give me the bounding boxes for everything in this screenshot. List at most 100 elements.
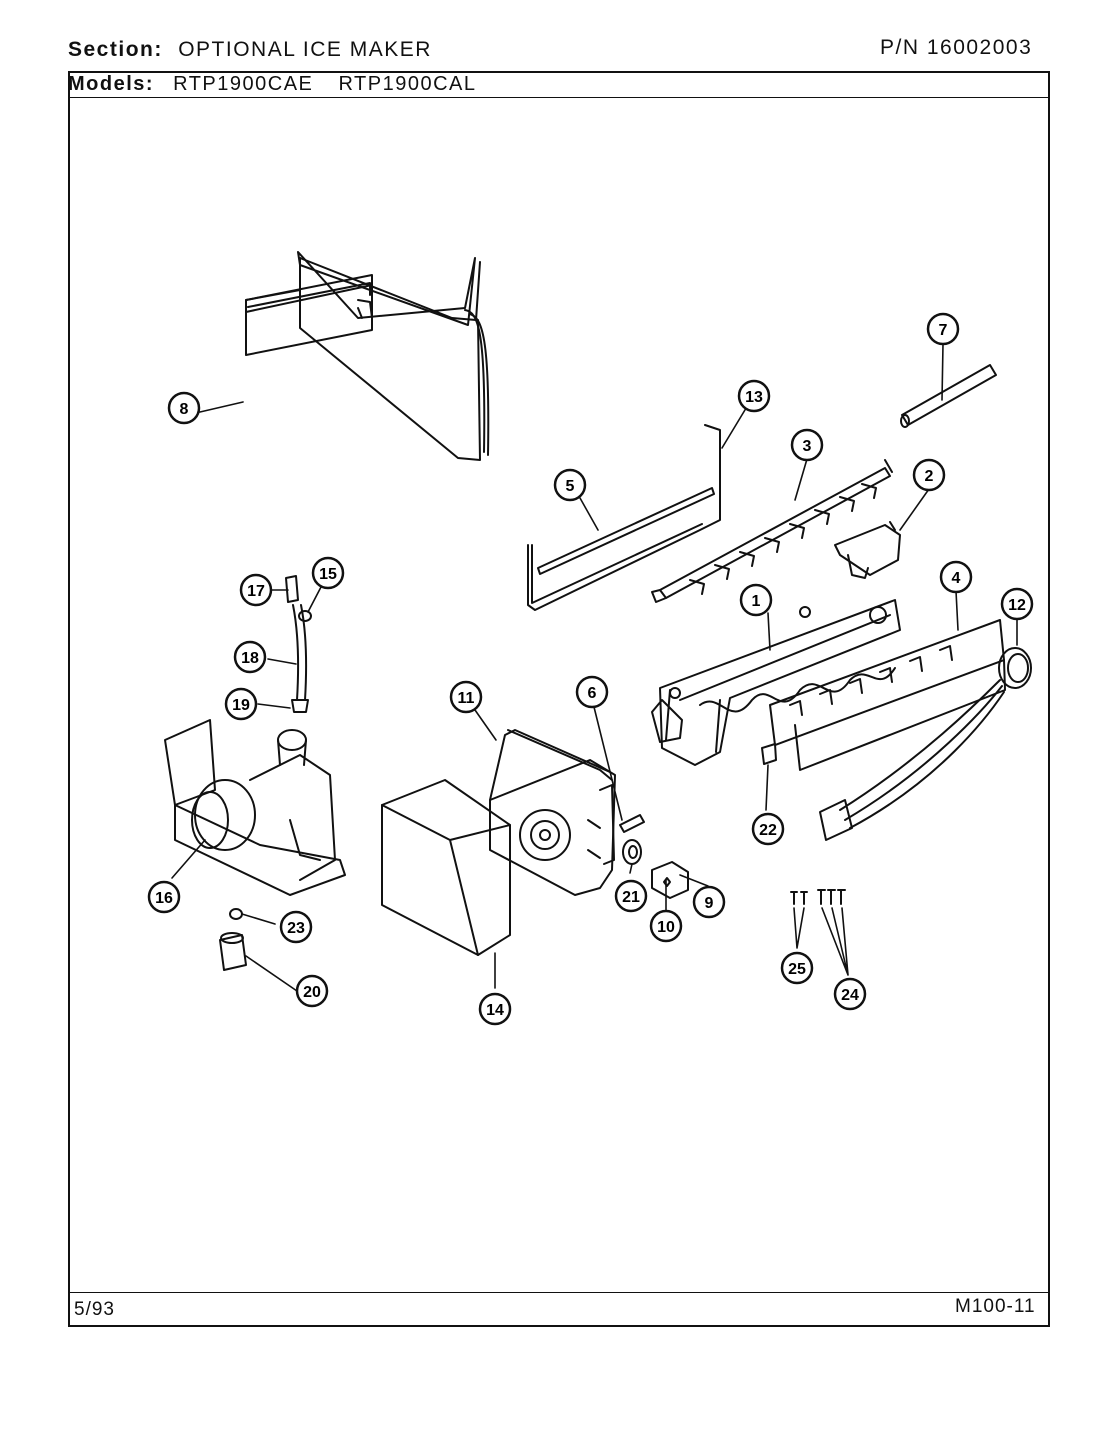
callout-18: 18: [233, 640, 267, 674]
diagram-frame: [68, 71, 1050, 1327]
callout-5-circle: [553, 468, 587, 502]
callout-3: 3: [790, 428, 824, 462]
callout-7-label: 7: [939, 322, 948, 339]
callout-10: 10: [649, 909, 683, 943]
callout-23-label: 23: [287, 920, 305, 937]
part-20-nut: [219, 932, 247, 971]
callout-25-label: 25: [788, 961, 806, 978]
callout-3-label: 3: [803, 438, 812, 455]
part-2-bracket: [834, 521, 901, 579]
callout-8-label: 8: [180, 401, 189, 418]
callout-19-label: 19: [232, 697, 250, 714]
callout-21-label: 21: [622, 889, 640, 906]
part-6-screw: [619, 814, 645, 833]
footer-date: 5/93: [74, 1299, 115, 1320]
callout-6: 6: [575, 675, 609, 709]
callout-16-circle: [147, 880, 181, 914]
callout-20-circle: [295, 974, 329, 1008]
callout-22-circle: [751, 812, 785, 846]
callout-12-circle: [1000, 587, 1034, 621]
callout-18-circle: [233, 640, 267, 674]
callout-5-label: 5: [566, 478, 575, 495]
callout-14: 14: [478, 992, 512, 1026]
callout-20-label: 20: [303, 984, 321, 1001]
callout-19-circle: [224, 687, 258, 721]
part-7-tube: [900, 364, 997, 428]
callout-6-label: 6: [588, 685, 597, 702]
footer-divider: [68, 1292, 1050, 1293]
callout-24: 24: [833, 977, 867, 1011]
model-2: RTP1900CAL: [338, 73, 477, 95]
callout-12-label: 12: [1008, 597, 1026, 614]
models-label: Models:: [68, 73, 155, 95]
part-19-fitting: [291, 699, 309, 713]
part-4-support: [769, 619, 1006, 771]
part-15-clamp: [298, 610, 312, 622]
callout-16: 16: [147, 880, 181, 914]
part-9-switch: [651, 861, 689, 899]
callout-12: 12: [1000, 587, 1034, 621]
callout-17: 17: [239, 573, 273, 607]
callout-4: 4: [939, 560, 973, 594]
part-8-ice-bin: [245, 251, 490, 461]
part-13-bail-arm: [527, 424, 721, 611]
callout-3-circle: [790, 428, 824, 462]
part-18-hose: [292, 604, 308, 701]
callout-11-circle: [449, 680, 483, 714]
callout-23: 23: [279, 910, 313, 944]
callout-25-circle: [780, 951, 814, 985]
callout-15: 15: [311, 556, 345, 590]
callout-24-circle: [833, 977, 867, 1011]
section-value: OPTIONAL ICE MAKER: [178, 38, 432, 61]
callout-15-circle: [311, 556, 345, 590]
callout-2-circle: [912, 458, 946, 492]
callout-24-label: 24: [841, 987, 859, 1004]
callout-13-label: 13: [745, 389, 763, 406]
callout-1-circle: [739, 583, 773, 617]
model-1: RTP1900CAE: [173, 73, 314, 95]
header-divider: [68, 97, 1050, 98]
callout-7-circle: [926, 312, 960, 346]
part-1-mold: [651, 599, 901, 766]
callout-4-label: 4: [952, 570, 961, 587]
callout-14-label: 14: [486, 1002, 504, 1019]
callout-18-label: 18: [241, 650, 259, 667]
part-12-harness: [819, 647, 1032, 841]
footer-page-code: M100-11: [955, 1296, 1036, 1317]
part-number: P/N 16002003: [880, 36, 1033, 59]
callout-11: 11: [449, 680, 483, 714]
part-10-screw: [663, 877, 671, 887]
callout-23-circle: [279, 910, 313, 944]
callout-4-circle: [939, 560, 973, 594]
callout-11-label: 11: [458, 690, 475, 707]
callout-20: 20: [295, 974, 329, 1008]
callout-22-label: 22: [759, 822, 777, 839]
callout-21-circle: [614, 879, 648, 913]
callout-13: 13: [737, 379, 771, 413]
callout-9: 9: [692, 885, 726, 919]
models-heading: Models: RTP1900CAE RTP1900CAL: [68, 73, 477, 96]
callout-13-circle: [737, 379, 771, 413]
callout-2-label: 2: [925, 468, 934, 485]
part-11-housing: [489, 729, 616, 896]
part-22-clip: [761, 743, 777, 765]
callout-6-circle: [575, 675, 609, 709]
callout-14-circle: [478, 992, 512, 1026]
callout-25: 25: [780, 951, 814, 985]
callout-1: 1: [739, 583, 773, 617]
part-17-tube-fitting: [285, 575, 299, 603]
callout-19: 19: [224, 687, 258, 721]
callout-17-label: 17: [247, 583, 265, 600]
callout-22: 22: [751, 812, 785, 846]
section-label: Section:: [68, 38, 163, 61]
callout-10-label: 10: [657, 919, 675, 936]
part-16-water-valve: [164, 719, 346, 896]
callout-17-circle: [239, 573, 273, 607]
callout-8-circle: [167, 391, 201, 425]
callout-15-label: 15: [319, 566, 337, 583]
callout-5: 5: [553, 468, 587, 502]
part-14-cover: [381, 779, 511, 956]
callout-8: 8: [167, 391, 201, 425]
leader-lines: [171, 343, 1018, 992]
